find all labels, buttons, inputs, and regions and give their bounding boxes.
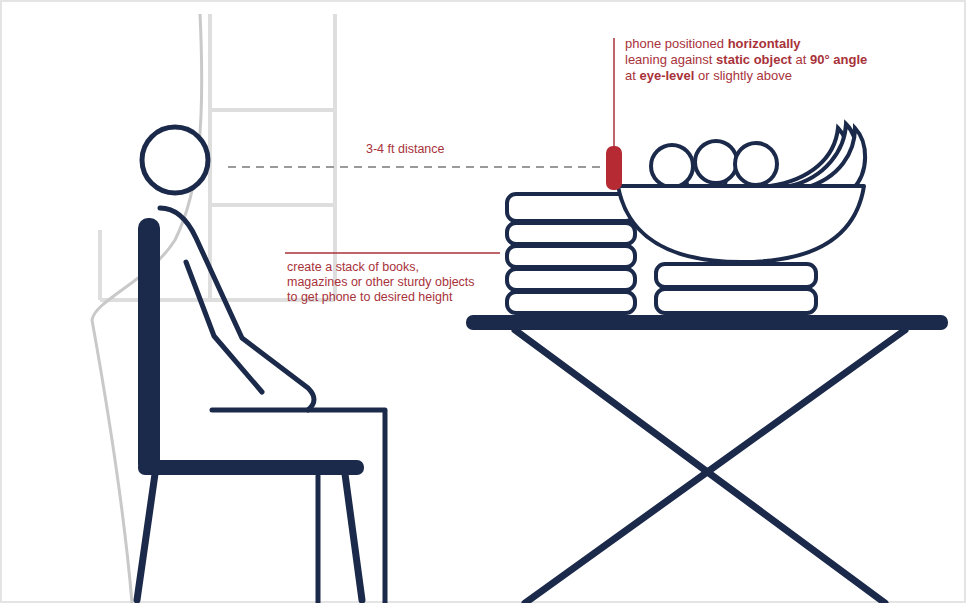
callout-text: leaning against — [625, 52, 712, 67]
callout-text: phone positioned — [625, 36, 724, 51]
leader-line — [613, 38, 615, 148]
callout-text: 90° angle — [810, 52, 867, 67]
fruit-bowl — [618, 186, 864, 262]
person — [142, 127, 385, 603]
sight-line — [228, 166, 600, 168]
callout-text: at — [625, 68, 636, 83]
annotation-label: create a stack of books, magazines or ot… — [287, 260, 478, 305]
book-stack — [656, 264, 816, 313]
chair-legs — [137, 474, 362, 600]
callout-text: static object — [716, 52, 792, 67]
curtain — [92, 14, 202, 603]
callout-text: or slightly above — [698, 68, 792, 83]
callout-line: ateye-level or slightly above — [625, 68, 867, 84]
callout-text: horizontally — [728, 36, 801, 51]
table-legs — [515, 330, 905, 603]
callout-line: phone positioned horizontally — [625, 36, 867, 52]
callout-text: eye-level — [639, 68, 694, 83]
phone — [606, 146, 622, 190]
callout-text: at — [796, 52, 807, 67]
table-top — [466, 315, 948, 330]
annotation-label: 3-4 ft distance — [366, 142, 445, 157]
callout-note: phone positionedhorizontallyleaning agai… — [625, 36, 867, 84]
leader-line — [285, 252, 500, 254]
window — [100, 14, 335, 300]
callout-line: leaning against static object at90° angle — [625, 52, 867, 68]
book-stack — [507, 194, 635, 313]
